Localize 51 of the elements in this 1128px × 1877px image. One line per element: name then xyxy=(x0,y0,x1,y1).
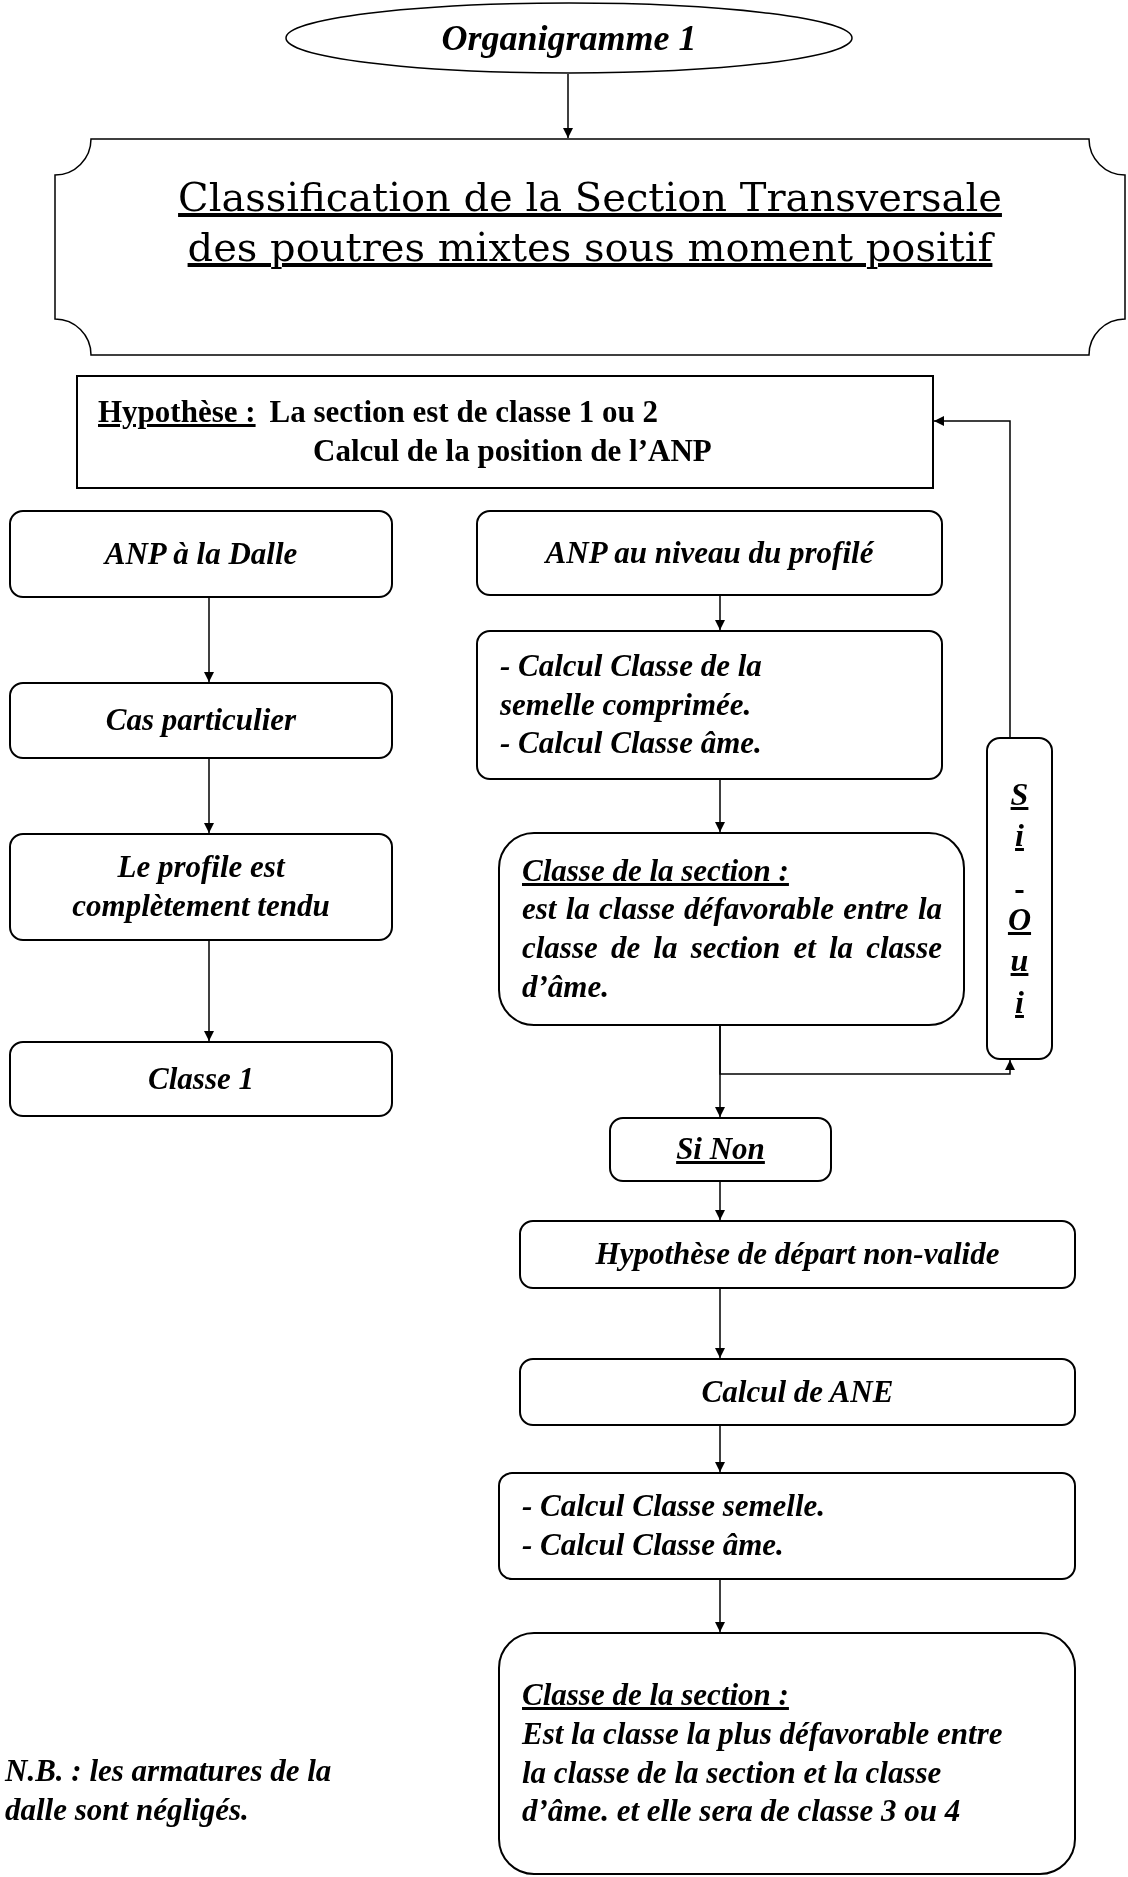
node-text: Le profile est complètement tendu xyxy=(71,848,331,925)
node-text: ANP à la Dalle xyxy=(104,534,298,573)
heading-text: Classe de la section : xyxy=(522,851,789,890)
arrow xyxy=(719,1025,1015,1075)
process-box xyxy=(9,1041,393,1117)
node-text: La section est de classe 1 ou 2 xyxy=(269,393,658,432)
process-box xyxy=(519,1220,1076,1289)
process-box xyxy=(476,630,943,780)
node-text: Est la classe la plus défavorable entre la classe de la section et la classe d’âme. et elle sera de classe 3 ou 4 xyxy=(522,1714,1004,1831)
process-box xyxy=(519,1358,1076,1426)
node-text: - Calcul Classe de la semelle comprimée. xyxy=(500,646,763,724)
arrow xyxy=(204,940,214,1042)
arrow xyxy=(204,758,214,834)
result-box xyxy=(498,1632,1076,1875)
node-text: Calcul de la position de l’ANP xyxy=(312,432,712,470)
node-text: Classification de la Section Transversale des poutres mixtes sous moment positif xyxy=(177,173,1003,272)
node-text: - Calcul Classe semelle. xyxy=(522,1487,826,1526)
node-text: est la classe défavorable entre la classe de la section et la classe d’âme. xyxy=(522,890,942,1006)
arrow xyxy=(715,779,725,833)
node-text: ANP au niveau du profilé xyxy=(545,533,874,572)
arrow xyxy=(715,1425,725,1473)
node-text: Calcul de ANE xyxy=(701,1372,894,1411)
node-text: Si Non xyxy=(676,1130,765,1169)
hypothesis-box xyxy=(76,375,934,489)
result-box xyxy=(498,832,965,1026)
arrow xyxy=(715,1579,725,1633)
arrow xyxy=(715,595,725,631)
arrow xyxy=(933,416,1011,738)
heading-plaque xyxy=(54,138,1126,356)
node-text: - Calcul Classe âme. xyxy=(522,1526,784,1564)
note-text: N.B. : les armatures de la dalle sont négligés. xyxy=(5,1752,333,1829)
heading-text: Classe de la section : xyxy=(522,1676,789,1714)
arrow xyxy=(715,1181,725,1221)
process-box xyxy=(476,510,943,596)
node-text: Si Oui xyxy=(1007,774,1032,1022)
condition-box xyxy=(609,1117,832,1182)
process-box xyxy=(9,682,393,759)
node-text: Hypothèse de départ non-valide xyxy=(595,1235,1000,1274)
condition-box xyxy=(986,737,1053,1060)
arrow xyxy=(563,73,573,139)
title-ellipse xyxy=(285,2,853,74)
arrow xyxy=(715,1288,725,1359)
node-text: - Calcul Classe âme. xyxy=(500,724,762,763)
process-box xyxy=(9,833,393,941)
node-text: Classe 1 xyxy=(148,1059,254,1098)
process-box xyxy=(9,510,393,598)
node-text: Organigramme 1 xyxy=(441,16,697,60)
arrow xyxy=(204,597,214,683)
hypothesis-label: Hypothèse : xyxy=(98,393,256,432)
process-box xyxy=(498,1472,1076,1580)
node-text: Cas particulier xyxy=(105,701,297,740)
